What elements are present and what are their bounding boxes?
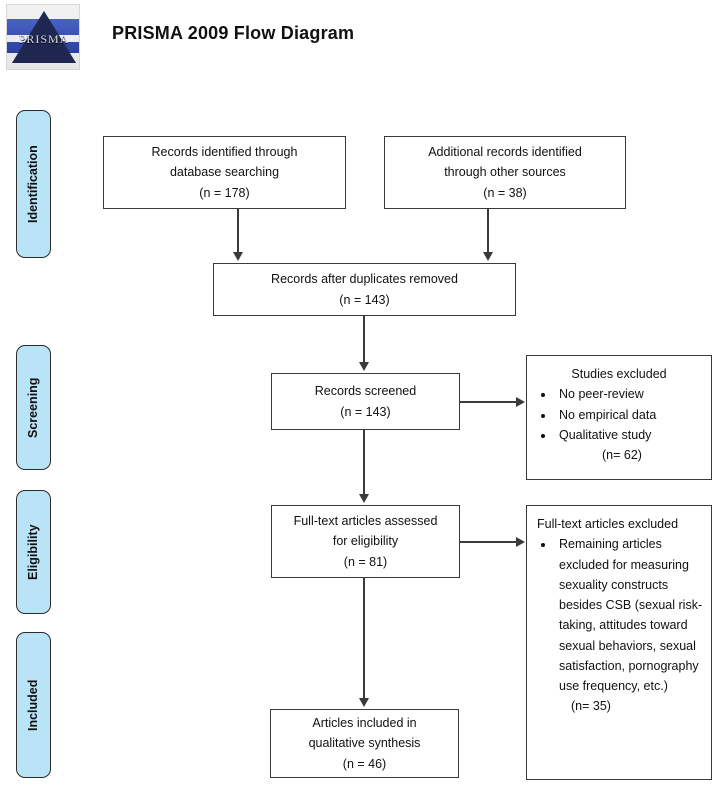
arrow-down-icon (233, 252, 243, 261)
box-included-line2: qualitative synthesis (308, 736, 421, 751)
stage-label-screening: Screening (16, 345, 51, 470)
arrow-down-icon (483, 252, 493, 261)
list-item: No peer-review (555, 384, 705, 404)
box-db-line2: database searching (169, 165, 280, 180)
stage-label-eligibility: Eligibility (16, 490, 51, 614)
list-item: No empirical data (555, 405, 705, 425)
box-screened-count: (n = 143) (340, 404, 391, 419)
arrow-down-icon (359, 362, 369, 371)
box-db-count: (n = 178) (199, 185, 250, 200)
arrow-right-icon (516, 537, 525, 547)
connector-fulltext-to-fulltext-excluded (460, 541, 518, 543)
box-studies-excluded: Studies excluded No peer-review No empir… (526, 355, 712, 480)
box-fulltext-count: (n = 81) (343, 554, 388, 569)
stage-label-identification: Identification (16, 110, 51, 258)
connector-screened-to-fulltext (363, 430, 365, 496)
connector-duplicates-to-screened (363, 316, 365, 364)
stage-label-identification-text: Identification (26, 145, 40, 223)
box-included-count: (n = 46) (342, 756, 387, 771)
stage-label-eligibility-text: Eligibility (26, 524, 40, 580)
fulltext-excluded-count: (n= 35) (571, 699, 611, 714)
connector-db-to-duplicates (237, 209, 239, 254)
box-other-line2: through other sources (444, 165, 566, 180)
box-fulltext-line2: for eligibility (332, 534, 399, 549)
arrow-down-icon (359, 698, 369, 707)
fulltext-excluded-reason-list: Remaining articles excluded for measurin… (533, 534, 705, 696)
box-fulltext-articles-assessed: Full-text articles assessed for eligibil… (271, 505, 460, 578)
arrow-right-icon (516, 397, 525, 407)
studies-excluded-heading: Studies excluded (571, 367, 667, 381)
box-fulltext-articles-excluded: Full-text articles excluded Remaining ar… (526, 505, 712, 780)
connector-fulltext-to-included (363, 578, 365, 700)
stage-label-screening-text: Screening (26, 377, 40, 438)
connector-screened-to-studies-excluded (460, 401, 518, 403)
connector-other-to-duplicates (487, 209, 489, 254)
box-dupes-count: (n = 143) (339, 292, 390, 307)
studies-excluded-reason-list: No peer-review No empirical data Qualita… (533, 384, 705, 445)
fulltext-excluded-heading: Full-text articles excluded (537, 517, 679, 531)
box-included-line1: Articles included in (312, 716, 417, 731)
box-records-screened: Records screened (n = 143) (271, 373, 460, 430)
studies-excluded-count: (n= 62) (602, 448, 642, 462)
page-title: PRISMA 2009 Flow Diagram (112, 23, 355, 43)
logo-wordmark: PRISMA (18, 32, 70, 46)
prisma-logo: PRISMA (6, 4, 80, 70)
box-additional-records-other-sources: Additional records identified through ot… (384, 136, 626, 209)
stage-label-included-text: Included (26, 679, 40, 731)
box-screened-line1: Records screened (314, 384, 417, 399)
box-dupes-line1: Records after duplicates removed (271, 272, 458, 287)
list-item: Remaining articles excluded for measurin… (555, 534, 705, 696)
logo-triangle-overlay-icon (12, 11, 76, 63)
box-records-identified-database: Records identified through database sear… (103, 136, 346, 209)
list-item: Qualitative study (555, 425, 705, 445)
box-db-line1: Records identified through (151, 145, 298, 160)
arrow-down-icon (359, 494, 369, 503)
box-other-count: (n = 38) (483, 185, 527, 200)
box-articles-included-qualitative-synthesis: Articles included in qualitative synthes… (270, 709, 459, 778)
box-fulltext-line1: Full-text articles assessed (293, 514, 438, 529)
box-other-line1: Additional records identified (428, 145, 582, 160)
box-records-after-duplicates-removed: Records after duplicates removed (n = 14… (213, 263, 516, 316)
stage-label-included: Included (16, 632, 51, 778)
